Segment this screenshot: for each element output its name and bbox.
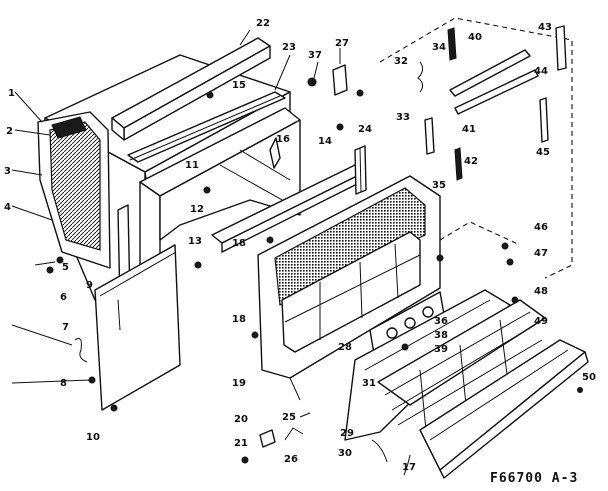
label-3: 3	[4, 166, 11, 177]
label-12: 12	[190, 204, 204, 215]
label-38: 38	[434, 330, 448, 341]
label-33: 33	[396, 112, 410, 123]
label-45: 45	[536, 147, 550, 158]
label-29: 29	[340, 428, 354, 439]
label-43: 43	[538, 22, 552, 33]
top-channel	[111, 37, 271, 141]
label-22: 22	[256, 18, 270, 29]
label-36: 36	[434, 316, 448, 327]
label-18a: 18	[232, 238, 246, 249]
label-27: 27	[335, 38, 349, 49]
label-46: 46	[534, 222, 548, 233]
label-26: 26	[284, 454, 298, 465]
label-24: 24	[358, 124, 372, 135]
top-rail	[127, 91, 286, 163]
label-23: 23	[282, 42, 296, 53]
label-10: 10	[86, 432, 100, 443]
label-40: 40	[468, 32, 482, 43]
label-16: 16	[276, 134, 290, 145]
label-19: 19	[232, 378, 246, 389]
label-32: 32	[394, 56, 408, 67]
front-grille-frame	[257, 175, 441, 379]
label-48: 48	[534, 286, 548, 297]
label-5: 5	[62, 262, 69, 273]
label-30: 30	[338, 448, 352, 459]
label-44: 44	[534, 66, 548, 77]
label-9: 9	[86, 280, 93, 291]
label-17: 17	[402, 462, 416, 473]
label-6: 6	[60, 292, 67, 303]
label-13: 13	[188, 236, 202, 247]
label-1: 1	[8, 88, 15, 99]
label-37: 37	[308, 50, 322, 61]
label-41: 41	[462, 124, 476, 135]
label-42: 42	[464, 156, 478, 167]
vertical-post	[354, 145, 367, 195]
fasteners	[46, 64, 583, 476]
label-15: 15	[232, 80, 246, 91]
label-47: 47	[534, 248, 548, 259]
front-cover	[419, 339, 589, 479]
figure-code: F66700 A-3	[490, 471, 578, 486]
label-21: 21	[234, 438, 248, 449]
label-11: 11	[185, 160, 199, 171]
detail-parts-group	[379, 17, 573, 279]
label-4: 4	[4, 202, 11, 213]
leader-lines	[11, 29, 341, 401]
label-49: 49	[534, 316, 548, 327]
label-25: 25	[282, 412, 296, 423]
side-louver-panel	[37, 111, 111, 269]
label-7: 7	[62, 322, 69, 333]
label-28: 28	[338, 342, 352, 353]
label-20: 20	[234, 414, 248, 425]
part-labels: 1 2 3 4 5 6 7 8 9 10 11 12 13 14 15 16 1…	[4, 18, 596, 473]
label-39: 39	[434, 344, 448, 355]
louver-grille	[377, 299, 546, 431]
label-35: 35	[432, 180, 446, 191]
label-18b: 18	[232, 314, 246, 325]
label-8: 8	[60, 378, 67, 389]
label-34: 34	[432, 42, 446, 53]
label-50: 50	[582, 372, 596, 383]
label-31: 31	[362, 378, 376, 389]
side-plate	[94, 204, 181, 411]
label-2: 2	[6, 126, 13, 137]
label-14: 14	[318, 136, 332, 147]
